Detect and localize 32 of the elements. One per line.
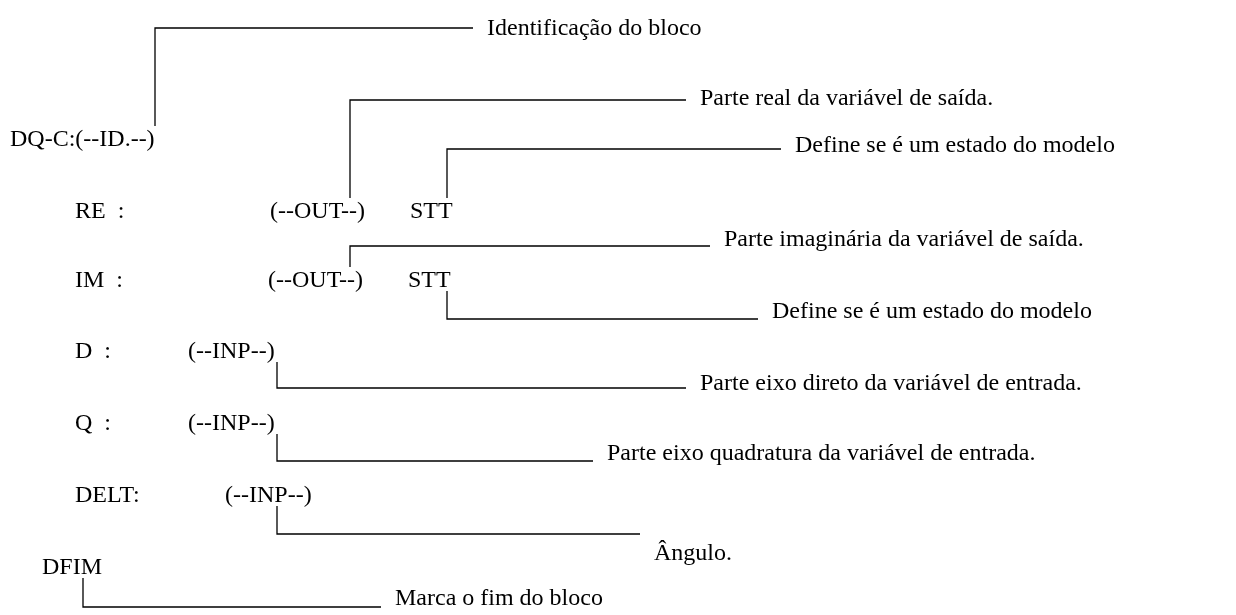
code-text: STT [410, 198, 453, 222]
leader-line [349, 245, 711, 268]
field-label: RE : [75, 198, 125, 222]
leader-line [154, 27, 474, 127]
code-text: DFIM [42, 554, 102, 578]
leader-line [349, 99, 687, 199]
leader-line [82, 577, 382, 608]
field-label: D : [75, 338, 111, 362]
leader-line [276, 361, 687, 389]
annotation-text: Parte real da variável de saída. [686, 85, 994, 109]
code-text: STT [408, 267, 451, 291]
code-text: (--INP--) [188, 338, 275, 362]
code-text: (--OUT--) [270, 198, 366, 222]
field-label: Q : [75, 410, 111, 434]
field-label: DELT: [75, 482, 140, 506]
annotation-text: Marca o fim do bloco [381, 585, 603, 609]
annotation-text: Identificação do bloco [473, 15, 702, 39]
code-text: (--OUT--) [268, 267, 364, 291]
code-text: (--INP--) [225, 482, 312, 506]
leader-line [276, 433, 594, 462]
annotation-text: Parte eixo direto da variável de entrada. [686, 370, 1082, 394]
field-label: IM : [75, 267, 123, 291]
leader-line [446, 148, 782, 199]
annotation-text: Parte eixo quadratura da variável de entrada. [593, 440, 1036, 464]
code-text: (--INP--) [188, 410, 275, 434]
annotation-text: Ângulo. [640, 532, 732, 564]
annotation-text: Define se é um estado do modelo [758, 298, 1092, 322]
annotation-text: Define se é um estado do modelo [781, 132, 1115, 156]
annotation-text: Parte imaginária da variável de saída. [710, 226, 1084, 250]
leader-line [446, 290, 759, 320]
code-text: DQ-C:(--ID.--) [10, 126, 155, 150]
leader-line [276, 505, 641, 535]
